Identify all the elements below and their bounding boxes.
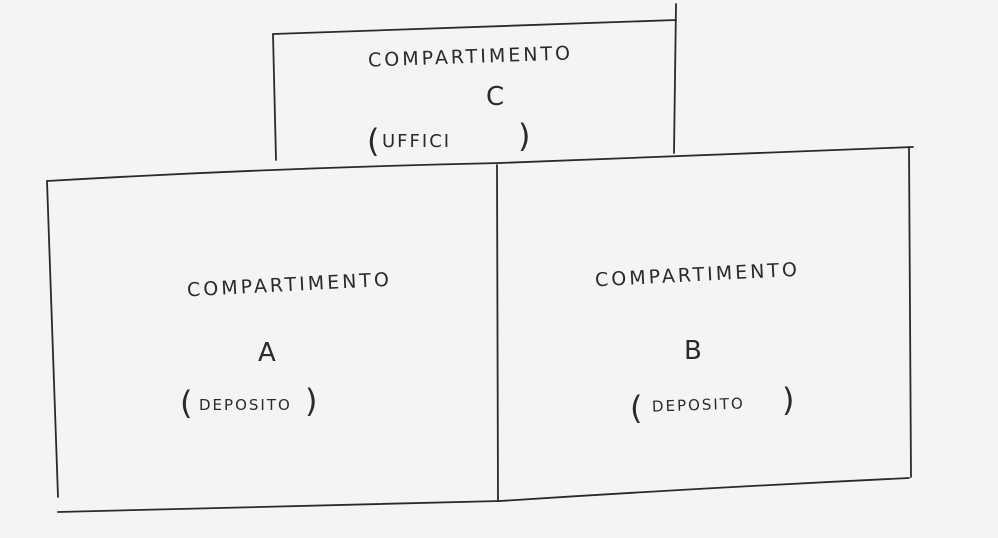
compartment-a-use: DEPOSITO: [199, 396, 292, 414]
compartment-a-use-open: (: [180, 384, 193, 422]
compartment-b-use-open: (: [630, 389, 643, 427]
compartment-c-use-open: (: [367, 122, 380, 160]
compartment-c-top-edge: [272, 19, 677, 35]
compartment-a-bottom-edge: [57, 500, 501, 513]
partition-wall: [496, 164, 499, 502]
compartment-a-use-close: ): [305, 382, 318, 420]
compartment-c-use-close: ): [518, 117, 531, 155]
compartment-c-right-edge: [673, 3, 677, 154]
compartment-b-letter: B: [684, 336, 702, 366]
compartment-c-left-edge: [272, 33, 277, 161]
compartment-a-top-edge: [46, 162, 501, 182]
compartment-b-use: DEPOSITO: [651, 394, 746, 416]
compartment-a-left-edge: [46, 180, 59, 498]
compartment-b-use-close: ): [782, 381, 795, 419]
compartment-b-bottom-edge: [499, 477, 910, 502]
compartment-c-letter: C: [486, 82, 505, 112]
compartment-c-use: UFFICI: [382, 131, 452, 152]
compartment-a-letter: A: [258, 338, 276, 368]
compartment-b-top-edge: [499, 146, 914, 164]
compartment-b-right-edge: [908, 146, 912, 478]
